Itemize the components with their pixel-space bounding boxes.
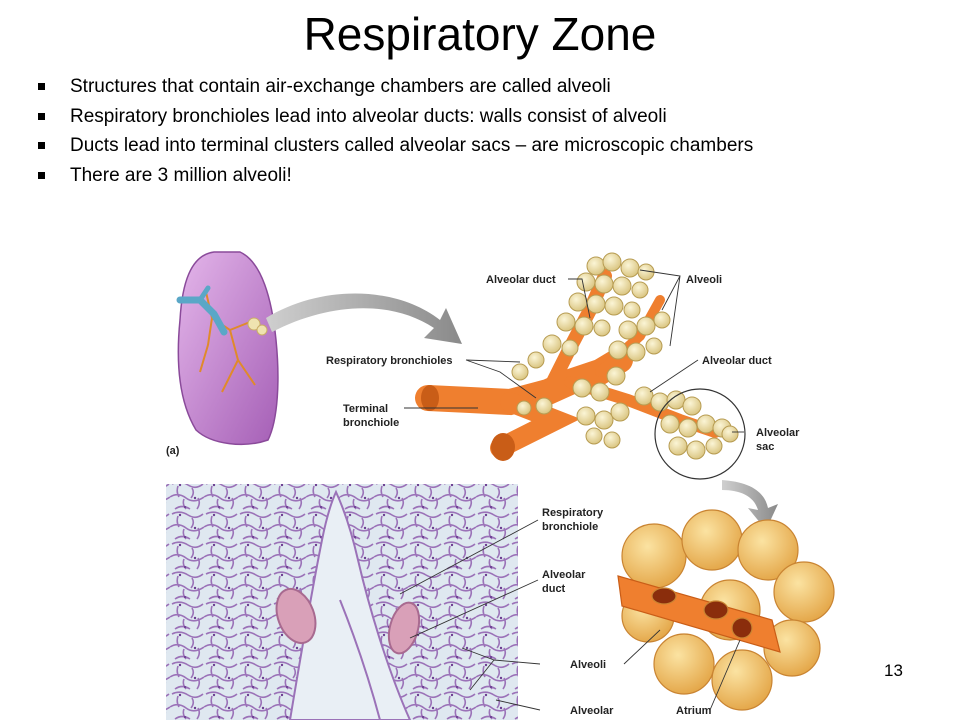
bullet-list: Structures that contain air-exchange cha… bbox=[38, 72, 943, 190]
alveolar-sac-label-1: Alveolar bbox=[756, 427, 800, 439]
square-bullet-icon bbox=[38, 171, 45, 179]
alveoli-cluster bbox=[511, 252, 739, 460]
micro-alveolar-label: Alveolar bbox=[570, 705, 614, 717]
page-number: 13 bbox=[884, 661, 903, 680]
panel-a-tag: (a) bbox=[166, 445, 180, 457]
alveoli-label-top: Alveoli bbox=[686, 274, 722, 286]
bullet-item: There are 3 million alveoli! bbox=[38, 161, 943, 191]
micro-alveolar-duct-label-2: duct bbox=[542, 583, 566, 595]
bullet-item: Ducts lead into terminal clusters called… bbox=[38, 131, 943, 161]
square-bullet-icon bbox=[38, 83, 45, 90]
slide-title: Respiratory Zone bbox=[303, 8, 657, 60]
leader-lines bbox=[399, 269, 744, 711]
bullet-item: Respiratory bronchioles lead into alveol… bbox=[38, 102, 943, 132]
histology-micrograph bbox=[166, 484, 518, 720]
micro-alveolar-duct-label-1: Alveolar bbox=[542, 569, 586, 581]
bullet-text: Ducts lead into terminal clusters called… bbox=[70, 135, 754, 156]
alveolar-duct-label-right: Alveolar duct bbox=[702, 355, 772, 367]
curved-arrow-icon bbox=[266, 293, 462, 344]
bullet-text: There are 3 million alveoli! bbox=[70, 164, 292, 186]
square-bullet-icon bbox=[38, 112, 45, 120]
alveolar-duct-label-top: Alveolar duct bbox=[486, 274, 556, 286]
terminal-bronchiole-label-1: Terminal bbox=[343, 403, 388, 415]
bullet-text: Structures that contain air-exchange cha… bbox=[70, 76, 611, 97]
micro-alveoli-label: Alveoli bbox=[570, 659, 606, 671]
bullet-text: Respiratory bronchioles lead into alveol… bbox=[70, 105, 667, 127]
micro-respiratory-bronchiole-label-1: Respiratory bbox=[542, 507, 604, 519]
terminal-bronchiole-label-2: bronchiole bbox=[343, 417, 399, 429]
alveolar-sac-label-2: sac bbox=[756, 441, 774, 453]
atrium-label: Atrium bbox=[676, 705, 712, 717]
alveolar-sac-illustration bbox=[617, 509, 835, 711]
square-bullet-icon bbox=[38, 142, 45, 149]
lung-illustration bbox=[176, 251, 279, 446]
micro-respiratory-bronchiole-label-2: bronchiole bbox=[542, 521, 598, 533]
magnifier-circle bbox=[654, 388, 746, 480]
respiratory-bronchioles-label: Respiratory bronchioles bbox=[326, 355, 453, 367]
curved-arrow-icon bbox=[722, 480, 778, 530]
bullet-item: Structures that contain air-exchange cha… bbox=[38, 72, 943, 102]
